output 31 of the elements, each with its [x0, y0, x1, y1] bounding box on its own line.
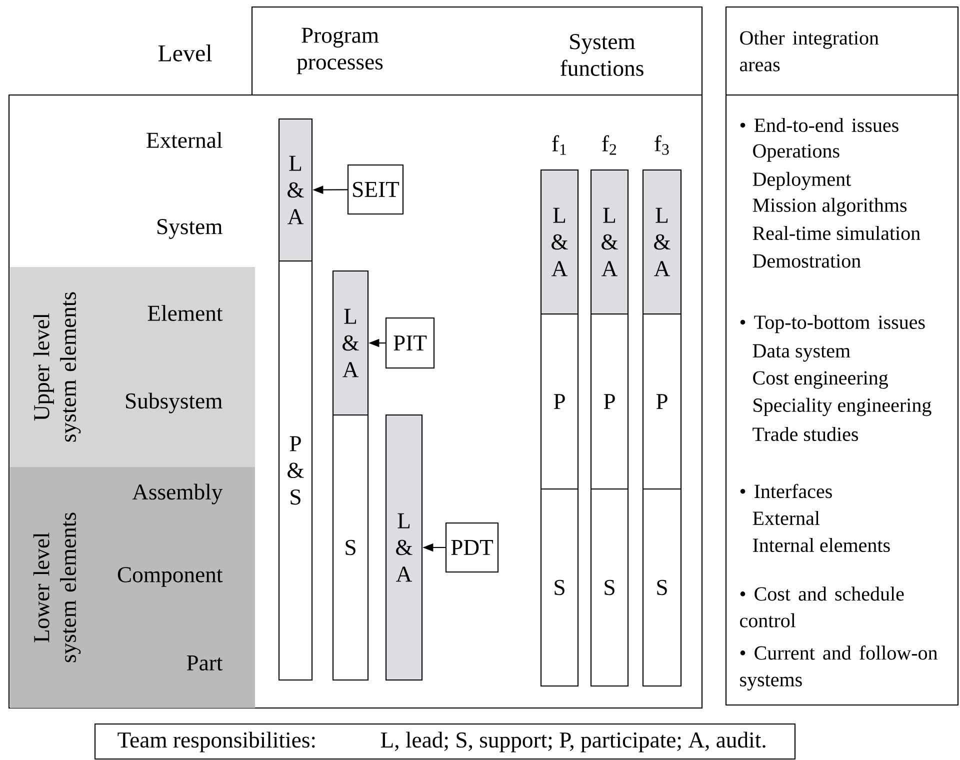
function-label: f$_{3}$ — [654, 135, 669, 155]
level-heading: Level — [158, 44, 212, 62]
responsibility-bar: S — [540, 488, 579, 687]
responsibility-bar: S — [332, 414, 369, 681]
row-label: Element — [148, 305, 223, 321]
responsibility-bar: P — [590, 313, 629, 490]
responsibility-bar: L & A — [540, 169, 579, 315]
team-box: SEIT — [347, 164, 404, 215]
row-label: System — [158, 219, 222, 239]
responsibility-bar: S — [642, 488, 682, 687]
row-label: Part — [186, 655, 223, 671]
responsibility-bar: L & A — [590, 169, 629, 315]
responsibility-bar: S — [590, 488, 629, 687]
function-label: f$_{1}$ — [552, 135, 566, 155]
row-label: Assembly — [132, 484, 223, 504]
responsibility-bar: P — [540, 313, 579, 490]
header-box: Program processes System functions — [251, 6, 703, 96]
row-label: Component — [118, 567, 223, 587]
responsibility-bar: L & A — [332, 270, 369, 416]
responsibility-bar: P — [642, 313, 682, 490]
integration-panel: Other integration areas • End-to-end issues Operations Deployment Mission algorithms Real-time simulation Demostration • Top-to-bottom issues Data system Cost engineering Speciality engineering Trade studies • Interfaces External Internal elements • Cost and schedule control • Current and follow-on systems — [725, 6, 959, 706]
function-label: f$_{2}$ — [602, 135, 616, 155]
team-box: PIT — [385, 317, 435, 369]
responsibility-bar: L & A — [278, 118, 313, 262]
responsibility-bar: L & A — [385, 414, 423, 681]
row-label: External — [146, 132, 222, 148]
key-box: Team responsibilities: L, lead; S, support; P, participate; A, audit. — [94, 723, 796, 760]
row-label: Subsystem — [126, 392, 222, 414]
team-box: PDT — [445, 522, 499, 573]
responsibility-bar: L & A — [642, 169, 682, 315]
responsibility-bar: P & S — [278, 260, 313, 681]
